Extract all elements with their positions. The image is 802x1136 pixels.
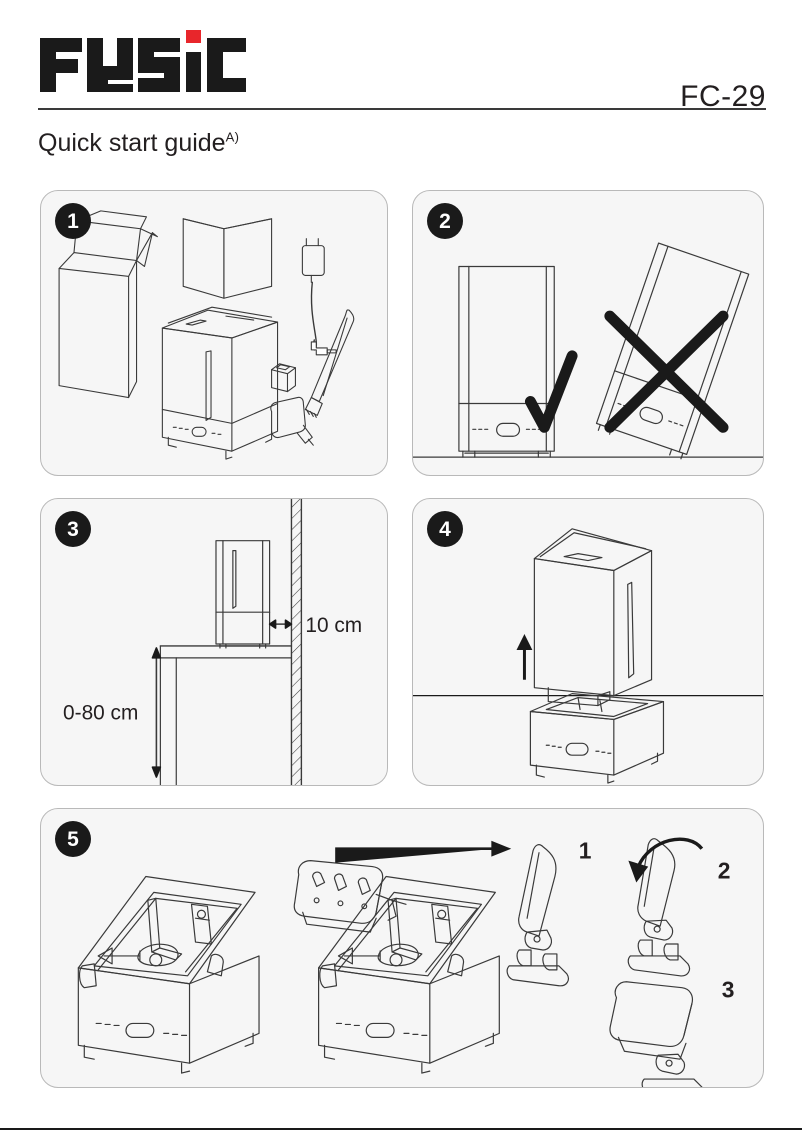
substep-label-2: 2	[718, 858, 731, 884]
base-maintenance-illustration: 1 2 3	[77, 837, 735, 1087]
substep-1-brush-icon	[506, 844, 569, 987]
dc-plug-icon	[310, 341, 337, 356]
header-divider	[38, 108, 766, 110]
direction-arrow-left-2	[337, 947, 381, 965]
page-title-footnote-marker: A)	[225, 129, 240, 145]
lift-arrow-icon	[516, 634, 533, 680]
step-badge-3: 3	[55, 511, 91, 547]
page-title-text: Quick start guide	[38, 129, 226, 157]
adapter-cable	[310, 281, 318, 351]
manual-booklet-icon	[182, 218, 273, 299]
filter-cap-icon	[271, 363, 296, 393]
wall-icon	[290, 499, 303, 785]
power-adapter-icon	[301, 238, 325, 283]
step-badge-4: 4	[427, 511, 463, 547]
humidifier-upright-icon	[458, 265, 555, 458]
rotate-arrow-icon	[628, 837, 704, 883]
panel-step-4: 4	[412, 498, 764, 786]
table-icon	[159, 645, 293, 785]
step-badge-2: 2	[427, 203, 463, 239]
wall-clearance-label: 10 cm	[305, 614, 362, 637]
logo-accent-dot	[186, 30, 201, 43]
orientation-warning-illustration	[413, 242, 763, 460]
panel-step-3: 3	[40, 498, 388, 786]
water-tank-icon	[533, 528, 653, 707]
substep-3-cover-icon	[609, 981, 703, 1087]
panel-step-2: 2	[412, 190, 764, 476]
removal-arrow-icon	[335, 840, 512, 863]
placement-clearance-illustration: 10 cm 0-80 cm	[63, 499, 362, 785]
direction-arrow-left-1	[97, 947, 141, 965]
cleaning-brush-icon	[304, 309, 355, 418]
cover-plate-icon	[293, 860, 407, 933]
table-height-dimension	[151, 647, 162, 778]
humidifier-unit-icon	[161, 306, 279, 460]
lift-tank-illustration	[413, 528, 763, 784]
panel-step-1: 1	[40, 190, 388, 476]
step-badge-1: 1	[55, 203, 91, 239]
base-closed-icon	[77, 875, 260, 1074]
wall-clearance-dimension	[268, 619, 293, 629]
substep-label-3: 3	[722, 977, 735, 1003]
page-title: Quick start guideA)	[38, 129, 240, 158]
base-unit-icon	[529, 693, 665, 784]
check-mark-icon	[524, 350, 578, 433]
substep-label-1: 1	[579, 838, 592, 864]
document-header: FC-29	[38, 28, 766, 112]
footer-divider	[0, 1128, 802, 1130]
cross-mark-icon	[604, 310, 729, 433]
package-contents-illustration	[58, 210, 355, 460]
model-code: FC-29	[680, 80, 766, 113]
humidifier-small-icon	[215, 540, 271, 649]
sensor-module-icon	[270, 396, 314, 446]
step-badge-5: 5	[55, 821, 91, 857]
base-open-icon	[293, 860, 500, 1074]
substep-2-brush-icon	[627, 838, 691, 977]
table-height-label: 0-80 cm	[63, 701, 138, 724]
panel-step-5: 5	[40, 808, 764, 1088]
fysic-logo	[40, 30, 246, 92]
